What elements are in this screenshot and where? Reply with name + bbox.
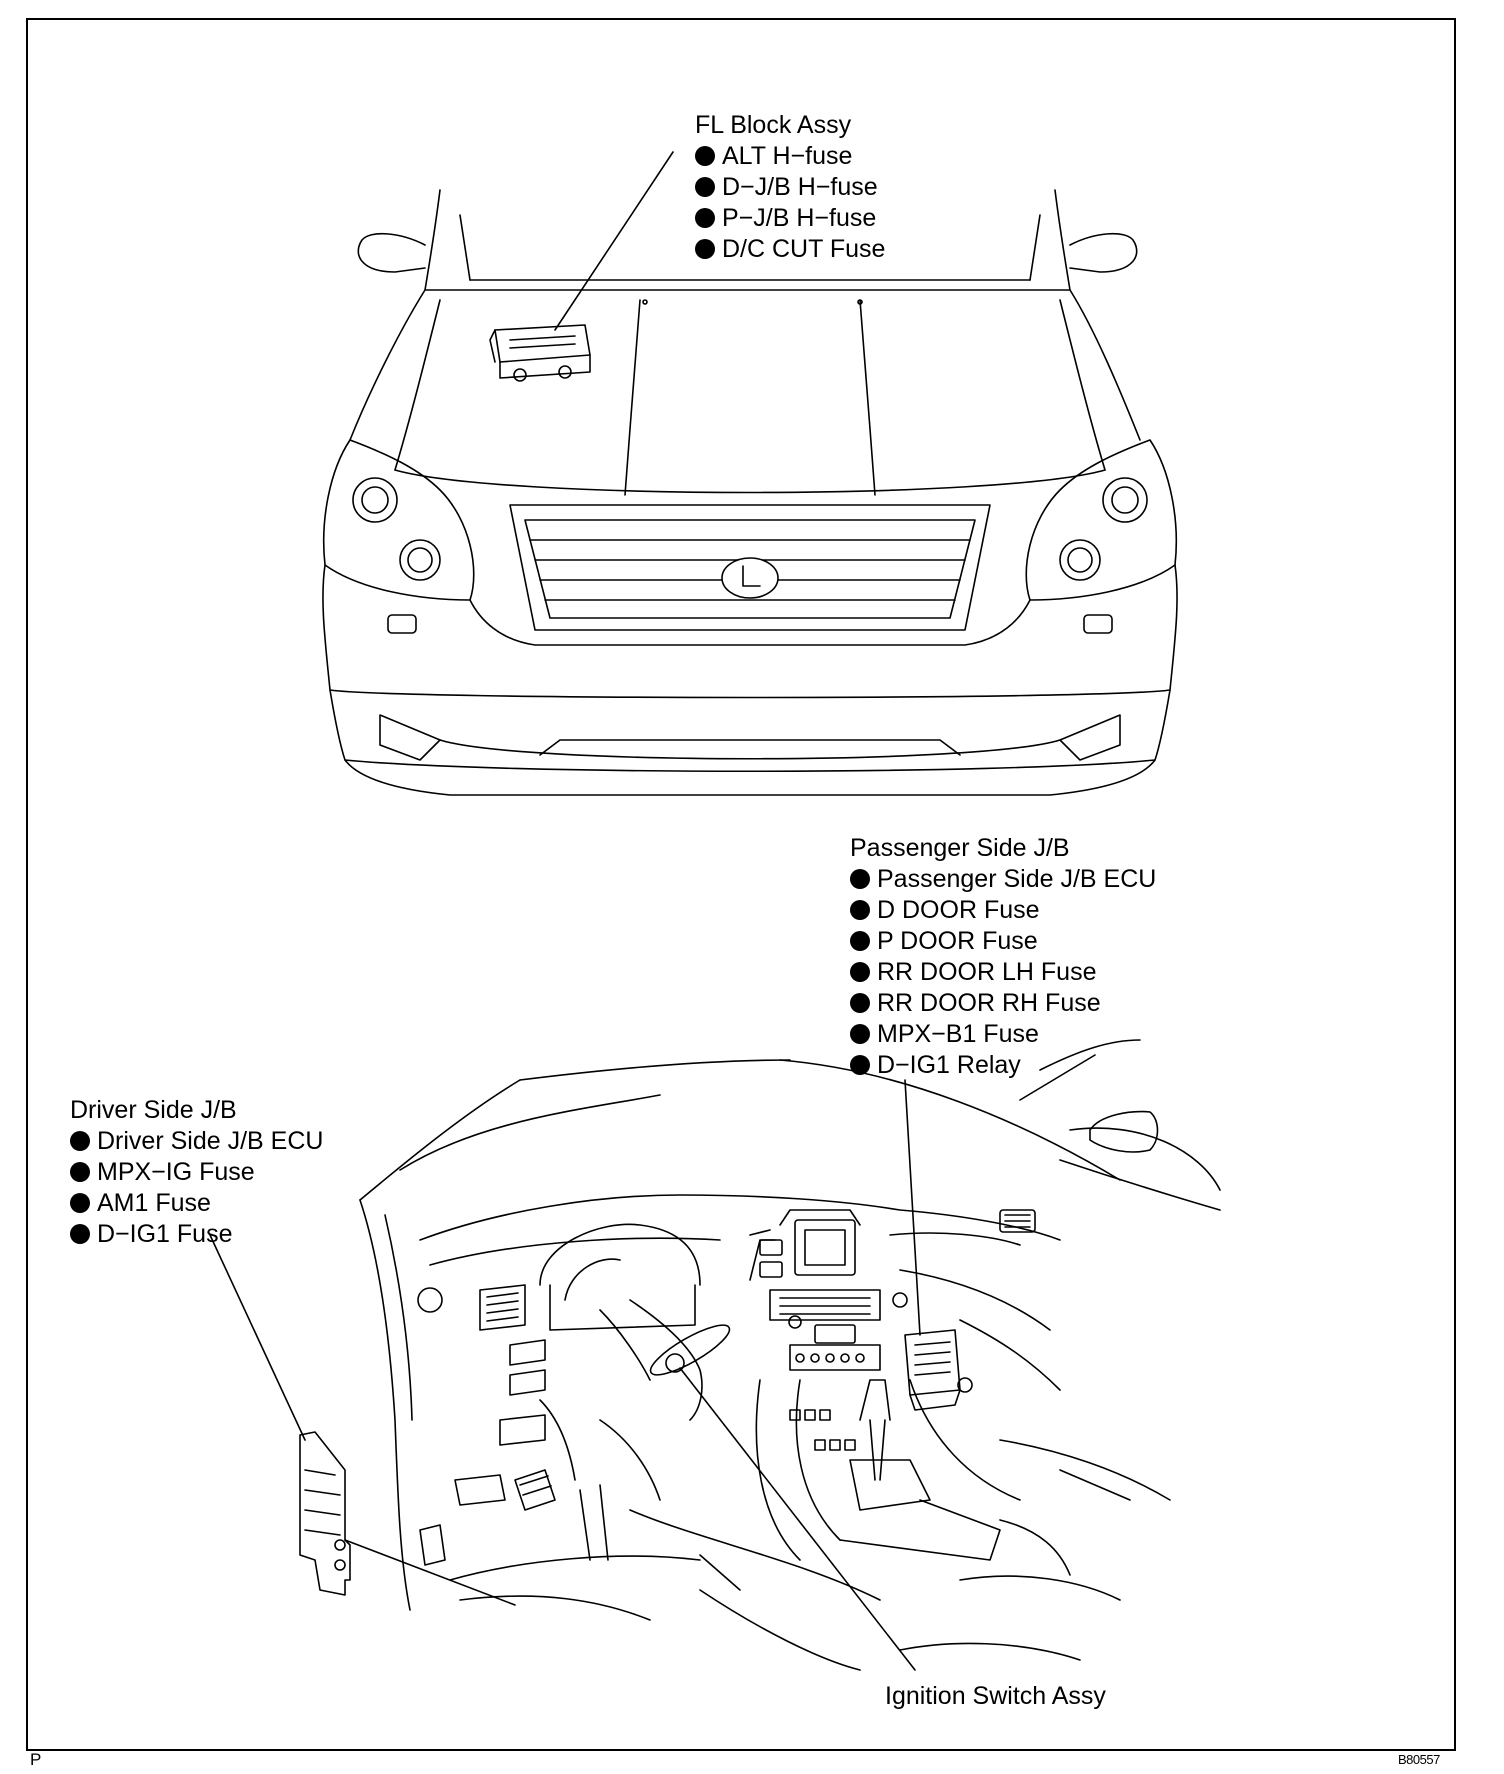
driver-jb-item: Driver Side J/B ECU (70, 1126, 323, 1157)
bullet-icon (70, 1162, 90, 1182)
passenger-jb-title: Passenger Side J/B (850, 834, 1070, 862)
corner-label: P (30, 1750, 42, 1769)
driver-jb-list: Driver Side J/B ECU MPX−IG Fuse AM1 Fuse… (70, 1126, 323, 1250)
bullet-icon (70, 1131, 90, 1151)
figure-code: B80557 (1398, 1752, 1440, 1767)
passenger-jb-item: RR DOOR RH Fuse (850, 988, 1156, 1019)
bullet-icon (850, 962, 870, 982)
passenger-jb-list: Passenger Side J/B ECU D DOOR Fuse P DOO… (850, 864, 1156, 1081)
bullet-icon (695, 239, 715, 259)
passenger-jb-item: MPX−B1 Fuse (850, 1019, 1156, 1050)
bullet-icon (850, 931, 870, 951)
interior-view (299, 1039, 1221, 1671)
driver-jb-item: D−IG1 Fuse (70, 1219, 323, 1250)
bullet-icon (850, 993, 870, 1013)
bullet-icon (695, 177, 715, 197)
bullet-icon (695, 146, 715, 166)
driver-jb-item: AM1 Fuse (70, 1188, 323, 1219)
passenger-jb-item: D DOOR Fuse (850, 895, 1156, 926)
fl-block-item: D/C CUT Fuse (695, 234, 885, 265)
fl-block-item: P−J/B H−fuse (695, 203, 885, 234)
bullet-icon (850, 900, 870, 920)
driver-jb-title: Driver Side J/B (70, 1096, 237, 1124)
bullet-icon (850, 869, 870, 889)
bullet-icon (70, 1224, 90, 1244)
car-front-view (322, 189, 1178, 796)
passenger-jb-callout: Passenger Side J/B Passenger Side J/B EC… (850, 833, 1156, 1081)
driver-jb-callout: Driver Side J/B Driver Side J/B ECU MPX−… (70, 1095, 323, 1250)
fl-block-title: FL Block Assy (695, 111, 852, 139)
bullet-icon (70, 1193, 90, 1213)
passenger-jb-item: Passenger Side J/B ECU (850, 864, 1156, 895)
fl-block-callout: FL Block Assy ALT H−fuse D−J/B H−fuse P−… (695, 110, 885, 265)
bullet-icon (850, 1055, 870, 1075)
fl-block-item: D−J/B H−fuse (695, 172, 885, 203)
figure-frame (26, 18, 1456, 1751)
passenger-jb-item: P DOOR Fuse (850, 926, 1156, 957)
fl-block-item: ALT H−fuse (695, 141, 885, 172)
bullet-icon (695, 208, 715, 228)
passenger-jb-item: RR DOOR LH Fuse (850, 957, 1156, 988)
bullet-icon (850, 1024, 870, 1044)
passenger-jb-item: D−IG1 Relay (850, 1050, 1156, 1081)
ignition-switch-label: Ignition Switch Assy (885, 1682, 1106, 1710)
fl-block-list: ALT H−fuse D−J/B H−fuse P−J/B H−fuse D/C… (695, 141, 885, 265)
driver-jb-item: MPX−IG Fuse (70, 1157, 323, 1188)
